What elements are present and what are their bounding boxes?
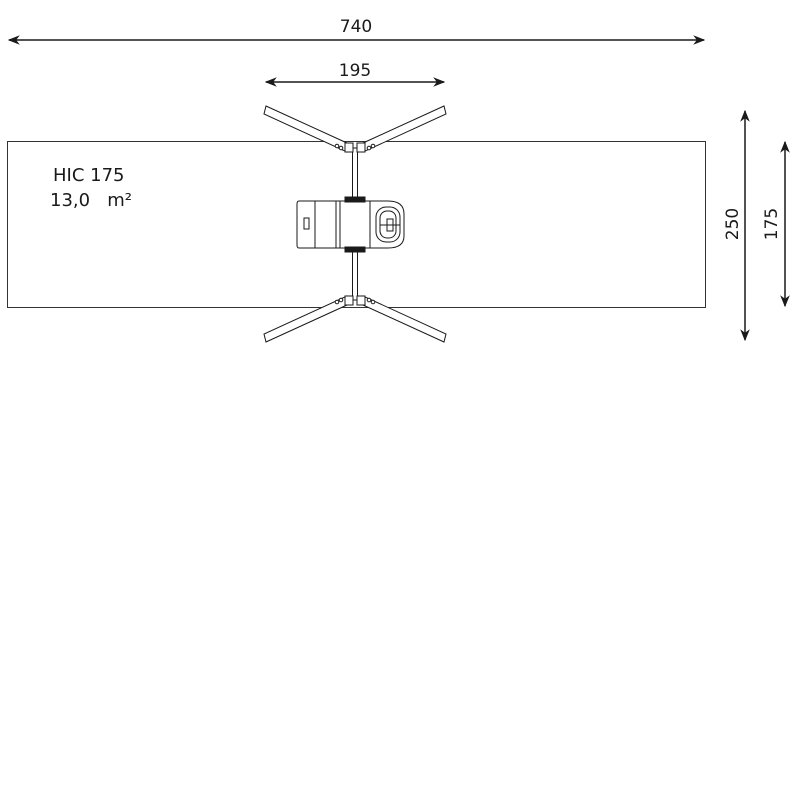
dimension-total-width: 740 bbox=[340, 17, 372, 37]
dimension-equipment-width: 195 bbox=[339, 61, 371, 81]
dimension-equipment-depth: 175 bbox=[762, 208, 782, 240]
leg-bottom-right bbox=[362, 295, 447, 343]
safety-area-rectangle bbox=[7, 141, 706, 308]
leg-top-right bbox=[362, 105, 447, 153]
dimension-total-depth: 250 bbox=[723, 208, 743, 240]
area-label: 13,0 m² bbox=[50, 190, 132, 211]
seat bbox=[296, 196, 405, 253]
model-label: HIC 175 bbox=[53, 165, 125, 186]
leg-bottom-left bbox=[263, 295, 348, 343]
leg-top-left bbox=[263, 105, 348, 153]
